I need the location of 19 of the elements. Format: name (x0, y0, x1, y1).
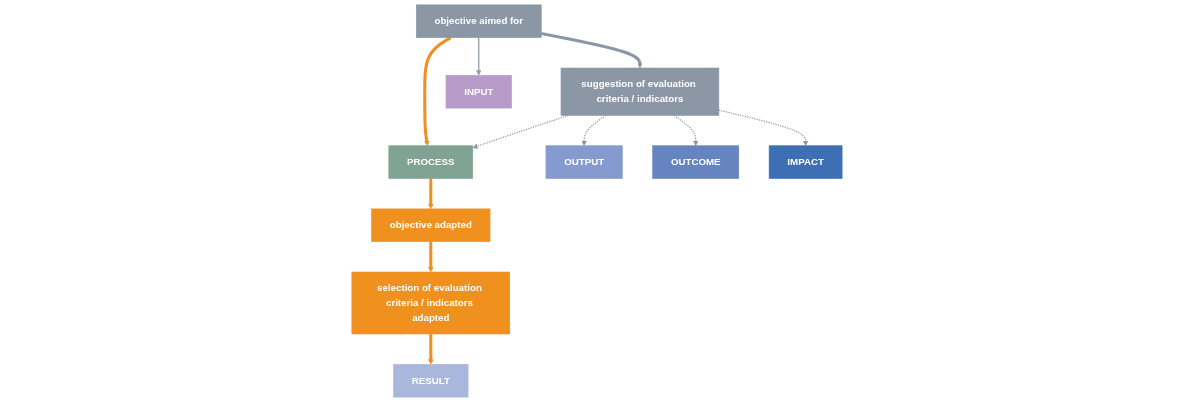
node-box: objective aimed for (416, 4, 542, 38)
node-box: INPUT (445, 75, 512, 109)
node-box: RESULT (393, 364, 469, 398)
node-box: selection of evaluation criteria / indicators adapted (351, 271, 511, 335)
arrow (423, 36, 452, 146)
node-box: PROCESS (388, 145, 474, 179)
arrow (718, 109, 809, 146)
node-box: objective adapted (371, 208, 491, 242)
node-box: OUTCOME (652, 145, 740, 179)
node-box: OUTPUT (545, 145, 623, 179)
arrow (428, 333, 434, 365)
arrow (541, 32, 643, 69)
arrow (428, 241, 434, 273)
arrow (581, 114, 607, 146)
arrow (428, 178, 434, 210)
node-box: suggestion of evaluation criteria / indicators (560, 67, 720, 116)
arrow (476, 37, 482, 76)
arrow (673, 114, 699, 146)
node-box: IMPACT (768, 145, 843, 179)
